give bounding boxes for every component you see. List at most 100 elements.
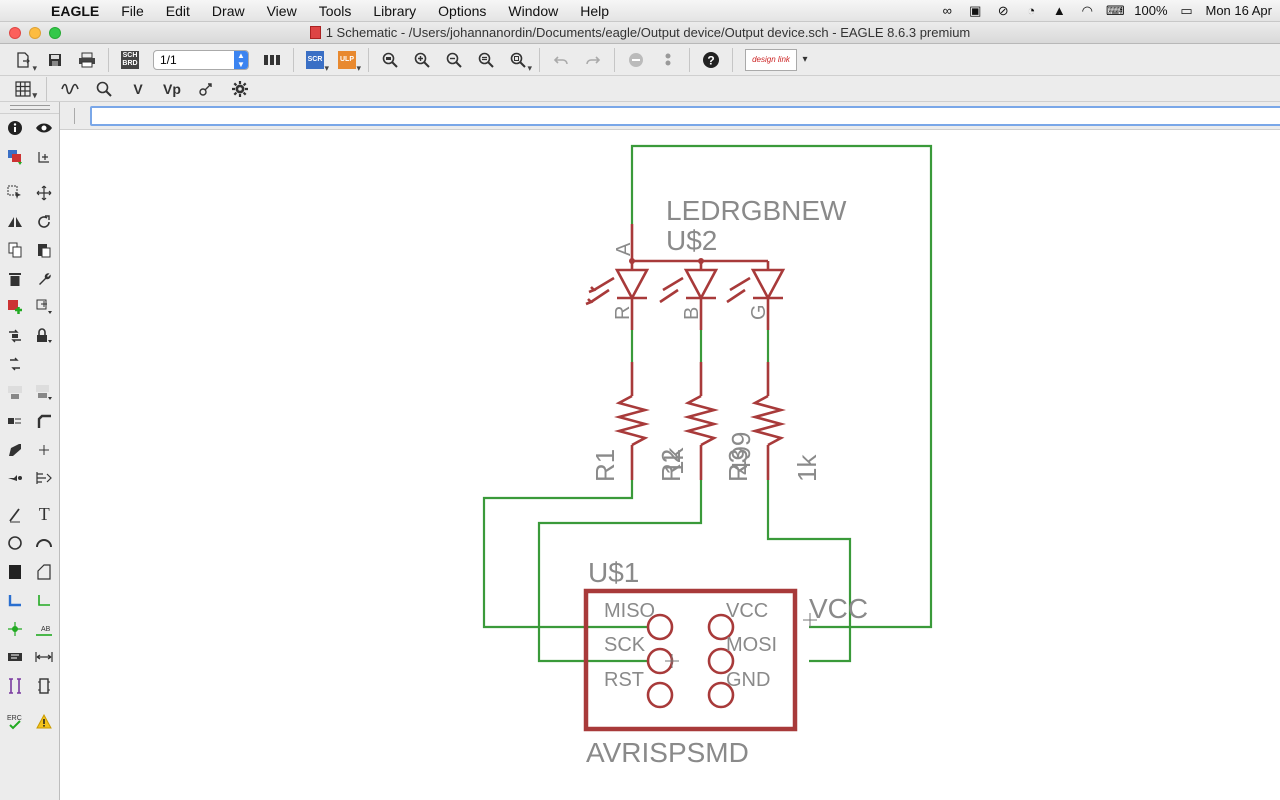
pin-swap-tool[interactable] — [0, 351, 30, 377]
dimension-tool[interactable] — [30, 644, 60, 670]
attribute-tool[interactable] — [0, 644, 30, 670]
battery-icon[interactable]: ▭ — [1180, 2, 1193, 18]
menu-view[interactable]: View — [266, 2, 297, 19]
menu-file[interactable]: File — [121, 2, 144, 19]
minimize-window-button[interactable] — [29, 26, 41, 39]
design-link-button[interactable]: design link — [745, 48, 797, 71]
settings-button[interactable] — [225, 78, 255, 100]
frame-tool[interactable] — [0, 673, 30, 699]
change-tool[interactable] — [30, 266, 60, 292]
help-glyph: ? — [707, 53, 714, 67]
keyboard-icon[interactable]: ⌨ — [1105, 2, 1125, 18]
net-tool[interactable] — [30, 587, 60, 613]
smash-tool[interactable] — [0, 408, 30, 434]
zoom-window-button[interactable] — [49, 26, 61, 39]
mirror-tool[interactable] — [0, 209, 30, 235]
zoom-in-button[interactable] — [407, 47, 437, 73]
wifi-icon[interactable]: ◠ — [1081, 2, 1093, 18]
sheet-select[interactable]: 1/1 ▲▼ — [153, 49, 249, 70]
miter-tool[interactable] — [30, 408, 60, 434]
menubar-clock[interactable]: Mon 16 Apr — [1205, 3, 1273, 18]
rectangle-tool[interactable] — [0, 559, 30, 585]
menu-edit[interactable]: Edit — [165, 2, 190, 19]
zoom-fit-button[interactable] — [375, 47, 405, 73]
sheets-button[interactable] — [257, 47, 287, 73]
errors-tool[interactable] — [30, 709, 60, 735]
redo-button[interactable] — [578, 47, 608, 73]
select-tool[interactable] — [0, 180, 30, 206]
print-button[interactable] — [72, 47, 102, 73]
mark-tool[interactable] — [30, 144, 60, 170]
display-layers-tool[interactable] — [0, 144, 30, 170]
menu-window[interactable]: Window — [508, 2, 559, 19]
open-file-button[interactable] — [8, 47, 38, 74]
text-tool[interactable]: T — [30, 502, 60, 528]
replace-tool[interactable] — [30, 294, 60, 320]
delete-tool[interactable] — [0, 266, 30, 292]
help-button[interactable]: ? — [696, 47, 726, 73]
menu-app-name[interactable]: EAGLE — [51, 2, 100, 19]
menu-library[interactable]: Library — [373, 2, 417, 19]
battery-percent[interactable]: 100% — [1134, 3, 1168, 18]
net-probe-button[interactable] — [191, 78, 221, 100]
schematic-canvas[interactable]: LEDRGBNEW U$2 A R B G R1 R2 1k R3 499 1k… — [61, 130, 1280, 800]
erc-tool[interactable]: ERC — [0, 709, 30, 735]
rotate-tool[interactable] — [30, 209, 60, 235]
phase-probe-button[interactable]: Vp — [157, 78, 187, 100]
display-icon[interactable]: ▣ — [969, 2, 982, 18]
optimize-tool[interactable] — [30, 437, 60, 463]
creative-cloud-icon[interactable]: ∞ — [942, 3, 952, 18]
swap-gate-tool[interactable] — [0, 323, 30, 349]
label-tool[interactable]: AB — [30, 616, 60, 642]
led-diode-r — [585, 261, 650, 330]
zoom-select-button[interactable] — [503, 47, 533, 74]
menu-help[interactable]: Help — [580, 2, 610, 19]
add-part-tool[interactable] — [0, 294, 30, 320]
show-tool[interactable] — [30, 115, 60, 141]
go-button[interactable] — [653, 47, 683, 73]
origin-marks — [665, 613, 817, 668]
polygon-tool[interactable] — [30, 559, 60, 585]
paste-tool[interactable] — [30, 237, 60, 263]
no-entry-icon[interactable]: ⊘ — [997, 2, 1009, 18]
align-tool[interactable] — [30, 465, 60, 491]
zoom-redraw-button[interactable] — [471, 47, 501, 73]
save-button[interactable] — [40, 47, 70, 73]
route-tool[interactable] — [0, 465, 30, 491]
design-link-dropdown[interactable]: ▾ — [799, 47, 811, 73]
junction-tool[interactable] — [0, 616, 30, 642]
command-input[interactable] — [90, 106, 1280, 126]
value-tool[interactable] — [30, 380, 60, 406]
bus-tool[interactable] — [0, 587, 30, 613]
modules-tool[interactable] — [30, 673, 60, 699]
line-tool[interactable] — [0, 502, 30, 528]
time-machine-icon[interactable]: ◔ — [1027, 3, 1036, 18]
close-window-button[interactable] — [9, 26, 21, 39]
run-ulp-button[interactable]: ULP — [332, 47, 362, 74]
show-button[interactable] — [89, 78, 119, 100]
move-tool[interactable] — [30, 180, 60, 206]
simulate-button[interactable] — [55, 78, 85, 100]
circle-tool[interactable] — [0, 530, 30, 556]
menu-tools[interactable]: Tools — [318, 2, 352, 19]
arc-tool[interactable] — [30, 530, 60, 556]
menu-draw[interactable]: Draw — [211, 2, 245, 19]
run-script-button[interactable]: SCR — [300, 47, 330, 74]
switch-to-board-button[interactable]: SCH BRD — [115, 47, 145, 73]
zoom-out-button[interactable] — [439, 47, 469, 73]
split-tool[interactable] — [0, 437, 30, 463]
menu-options[interactable]: Options — [438, 2, 487, 19]
grid-button[interactable] — [8, 78, 38, 101]
info-tool[interactable] — [0, 115, 30, 141]
lock-tool[interactable] — [30, 323, 60, 349]
undo-button[interactable] — [546, 47, 576, 73]
resistor-r3 — [749, 362, 787, 480]
command-bar-handle[interactable] — [74, 108, 75, 124]
name-tool[interactable] — [0, 380, 30, 406]
duplicate-tool[interactable] — [0, 237, 30, 263]
voltage-probe-button[interactable]: V — [123, 78, 153, 100]
drive-icon[interactable]: ▲ — [1052, 3, 1066, 18]
palette-grip[interactable] — [0, 102, 59, 114]
duplicate-icon — [8, 242, 22, 258]
stop-button[interactable] — [621, 47, 651, 73]
